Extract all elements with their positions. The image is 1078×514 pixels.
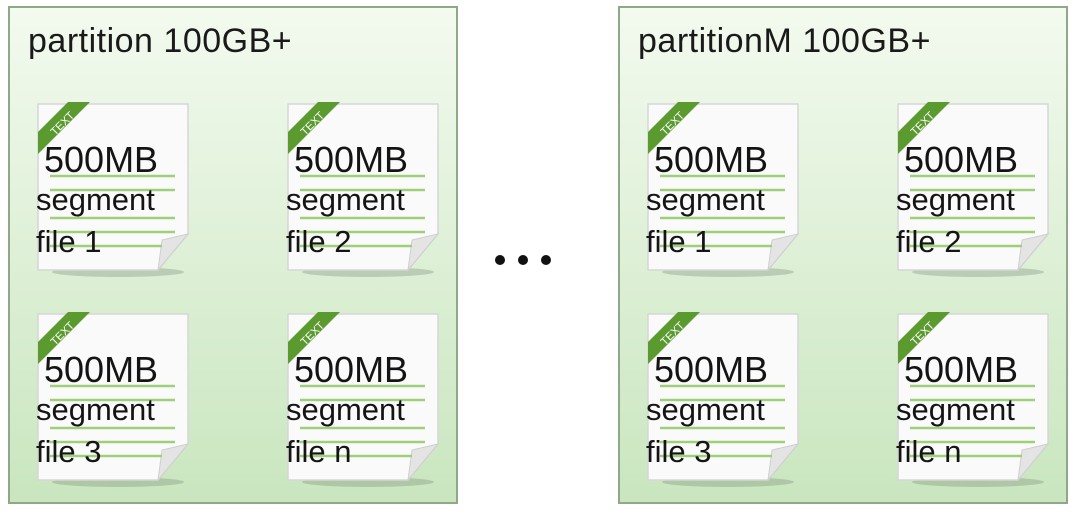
segment-size: 500MB — [904, 139, 1019, 180]
segment-file-icon: TEXT 500MB segment file 1 — [640, 94, 810, 279]
segment-size: 500MB — [654, 139, 769, 180]
segment-name: file 1 — [36, 224, 102, 259]
segment-size: 500MB — [44, 139, 159, 180]
segment-name: file 1 — [646, 224, 712, 259]
segment-name: file 3 — [646, 434, 712, 469]
segment-file-icon: TEXT 500MB segment file n — [280, 304, 450, 489]
segment-name: file n — [286, 434, 352, 469]
segment-name: file n — [896, 434, 962, 469]
segment-kind: segment — [896, 182, 1015, 217]
segment-size: 500MB — [294, 349, 409, 390]
text-document-icon: TEXT — [897, 312, 1050, 487]
text-document-icon: TEXT — [647, 102, 800, 277]
partition-title: partition 100GB+ — [28, 22, 293, 60]
segment-size: 500MB — [654, 349, 769, 390]
text-document-icon: TEXT — [287, 312, 440, 487]
segment-file-icon: TEXT 500MB segment file 2 — [890, 94, 1060, 279]
segment-name: file 2 — [286, 224, 352, 259]
segment-kind: segment — [286, 182, 405, 217]
text-document-icon: TEXT — [897, 102, 1050, 277]
segment-file-icon: TEXT 500MB segment file 1 — [30, 94, 200, 279]
text-document-icon: TEXT — [37, 102, 190, 277]
segment-size: 500MB — [904, 349, 1019, 390]
segment-kind: segment — [646, 392, 765, 427]
segment-kind: segment — [286, 392, 405, 427]
segment-kind: segment — [646, 182, 765, 217]
partition-box-m: partitionM 100GB+ TEXT 500MB segment fil… — [618, 6, 1068, 504]
segment-name: file 2 — [896, 224, 962, 259]
segment-file-icon: TEXT 500MB segment file 2 — [280, 94, 450, 279]
ellipsis-icon — [495, 255, 551, 265]
segment-kind: segment — [896, 392, 1015, 427]
text-document-icon: TEXT — [647, 312, 800, 487]
segment-size: 500MB — [294, 139, 409, 180]
segment-file-icon: TEXT 500MB segment file 3 — [30, 304, 200, 489]
segment-file-icon: TEXT 500MB segment file 3 — [640, 304, 810, 489]
segment-kind: segment — [36, 182, 155, 217]
partition-box-1: partition 100GB+ TEXT 500MB segment file… — [8, 6, 458, 504]
segment-file-icon: TEXT 500MB segment file n — [890, 304, 1060, 489]
text-document-icon: TEXT — [37, 312, 190, 487]
segment-name: file 3 — [36, 434, 102, 469]
text-document-icon: TEXT — [287, 102, 440, 277]
segment-size: 500MB — [44, 349, 159, 390]
partition-title: partitionM 100GB+ — [638, 22, 931, 60]
segment-kind: segment — [36, 392, 155, 427]
